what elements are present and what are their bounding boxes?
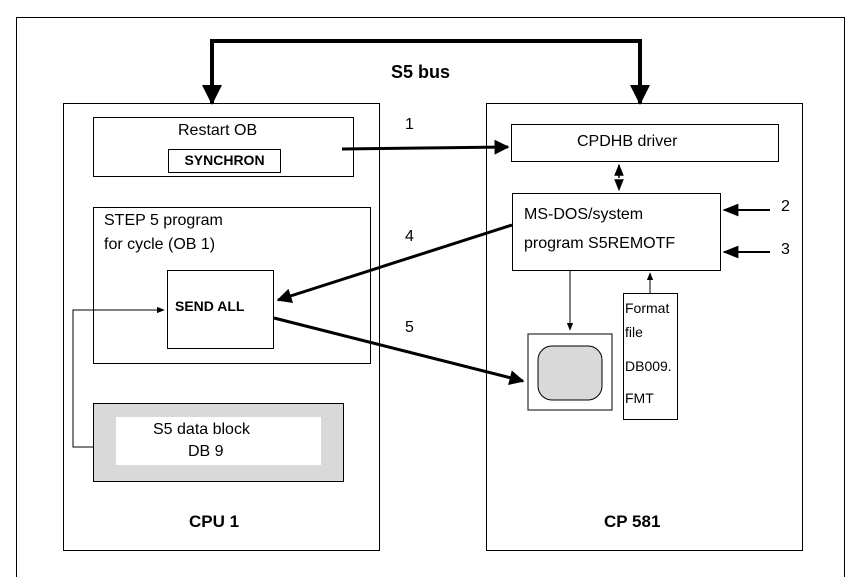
data-block-line1: S5 data block <box>153 421 250 438</box>
msdos-line2: program S5REMOTF <box>524 235 676 252</box>
step-label-3: 3 <box>781 241 790 258</box>
format-file-line3: DB009. <box>625 358 672 374</box>
format-file-line2: file <box>625 324 643 340</box>
step5-program-line1: STEP 5 program <box>104 212 223 229</box>
data-block-inner <box>116 417 321 465</box>
step5-program-line2: for cycle (OB 1) <box>104 236 216 253</box>
restart-ob-label: Restart OB <box>178 122 258 139</box>
diagram-frame <box>16 17 845 577</box>
s5-bus-label: S5 bus <box>391 62 451 82</box>
step-label-2: 2 <box>781 198 790 215</box>
step-label-1: 1 <box>405 116 414 133</box>
s5-bus-line <box>202 39 650 105</box>
cpdhb-driver-box <box>511 124 779 162</box>
arrow-data-block-to-send-all <box>72 306 165 448</box>
msdos-line1: MS-DOS/system <box>524 206 644 223</box>
arrow-4-msdos-to-send-all <box>276 223 513 304</box>
cpdhb-driver-label: CPDHB driver <box>577 133 678 150</box>
cp-title: CP 581 <box>604 512 661 531</box>
arrow-5-send-all-to-monitor <box>273 316 525 385</box>
send-all-label: SEND ALL <box>175 298 245 314</box>
synchron-block: SYNCHRON <box>168 149 281 173</box>
send-all-block <box>167 270 274 349</box>
msdos-program-box <box>512 193 721 271</box>
cpu-title: CPU 1 <box>189 512 240 531</box>
monitor-icon <box>527 333 613 411</box>
format-file-line1: Format <box>625 300 670 316</box>
format-file-box <box>623 293 678 420</box>
data-block-line2: DB 9 <box>188 443 224 460</box>
step-label-4: 4 <box>405 228 414 245</box>
step-label-5: 5 <box>405 319 414 336</box>
arrow-1-synchron-to-driver <box>341 139 510 155</box>
format-file-line4: FMT <box>625 390 654 406</box>
